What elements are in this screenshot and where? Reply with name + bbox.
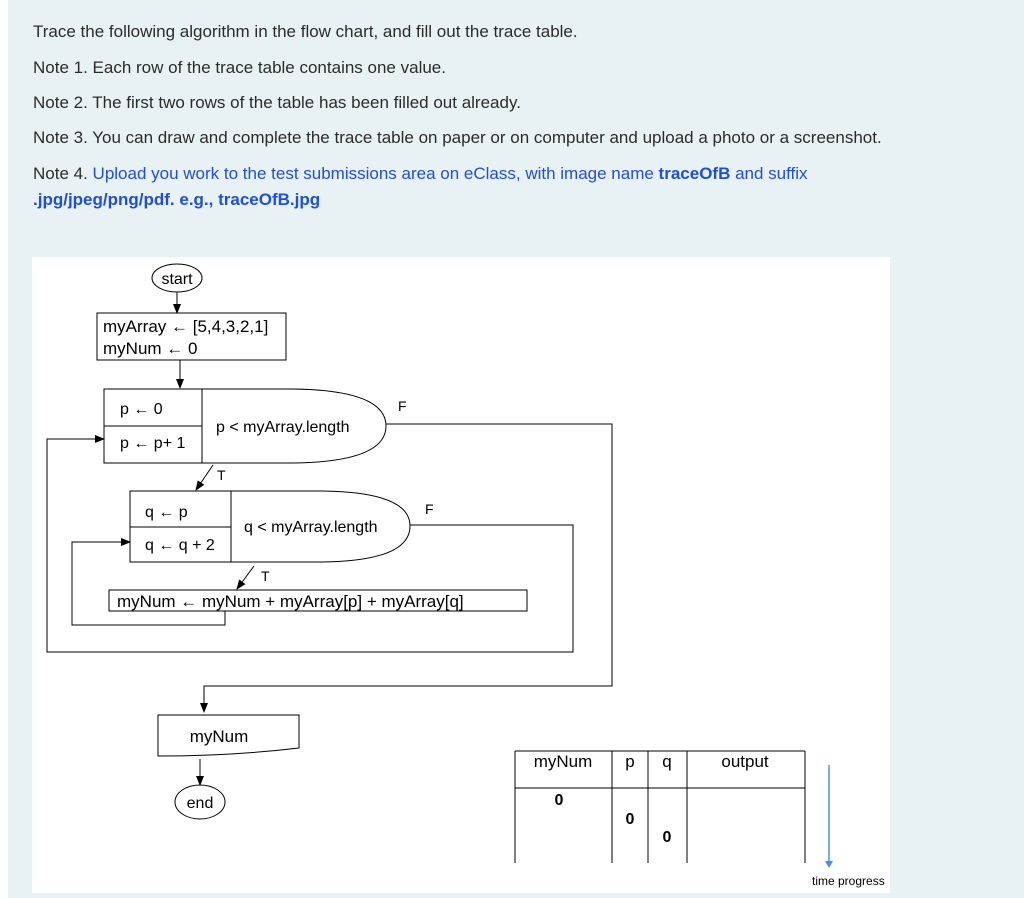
inner-true-arrow: [236, 565, 255, 590]
q-condition: q < myArray.length: [244, 519, 378, 536]
header-output: output: [721, 752, 769, 771]
inner-false-path: [46, 435, 574, 653]
outer-true-label: T: [217, 467, 226, 483]
start-label: start: [161, 271, 193, 288]
p-update: p ← p+ 1: [120, 435, 185, 452]
flowchart-svg: start myArray ← [5,4,3,2,1] myNum ← 0 p …: [46, 263, 885, 888]
flowchart-figure: start myArray ← [5,4,3,2,1] myNum ← 0 p …: [32, 257, 890, 893]
note-1: Note 1. Each row of the trace table cont…: [33, 58, 446, 77]
suffix-list: .jpg/jpeg/png/pdf. e.g., traceOfB.jpg: [33, 190, 321, 209]
init-box: [96, 312, 287, 361]
output-label: myNum: [190, 727, 249, 746]
inner-condition-shape: [231, 490, 411, 563]
cell-mynum: 0: [555, 792, 564, 809]
q-update: q ← q + 2: [145, 537, 215, 554]
cell-q: 0: [663, 829, 672, 846]
time-progress-label: time progress: [812, 874, 885, 888]
note-4: Note 4. Upload you work to the test subm…: [33, 164, 808, 184]
note-3: Note 3. You can draw and complete the tr…: [33, 128, 882, 147]
header-q: q: [662, 752, 671, 771]
outer-false-path: [200, 423, 613, 713]
end-terminal: [174, 784, 226, 820]
inner-false-label: F: [425, 501, 434, 517]
header-mynum: myNum: [534, 752, 593, 771]
body-statement: myNum ← myNum + myArray[p] + myArray[q]: [117, 592, 464, 611]
note-4-suffix: and suffix: [730, 164, 808, 183]
image-name: traceOfB: [658, 164, 731, 183]
header-p: p: [625, 752, 634, 771]
init-line-1: myArray ← [5,4,3,2,1]: [103, 317, 268, 336]
q-init: q ← p: [145, 504, 188, 521]
cell-p: 0: [626, 811, 635, 828]
inner-true-label: T: [261, 568, 270, 584]
note-4-text: Upload you work to the test submissions …: [92, 164, 659, 183]
outer-true-arrow: [195, 464, 214, 491]
p-init: p ← 0: [120, 401, 163, 418]
end-label: end: [187, 795, 214, 812]
outer-false-label: F: [398, 398, 407, 414]
instruction-line: Trace the following algorithm in the flo…: [33, 22, 578, 41]
body-loop-path: [71, 538, 226, 626]
body-box: [108, 589, 528, 612]
outer-condition-shape: [202, 388, 387, 464]
output-shape: [157, 714, 300, 757]
note-4-prefix: Note 4.: [33, 164, 93, 183]
init-line-2: myNum ← 0: [103, 339, 197, 358]
p-condition: p < myArray.length: [216, 419, 350, 436]
note-2: Note 2. The first two rows of the table …: [33, 93, 521, 112]
time-arrow-head: [825, 861, 833, 868]
